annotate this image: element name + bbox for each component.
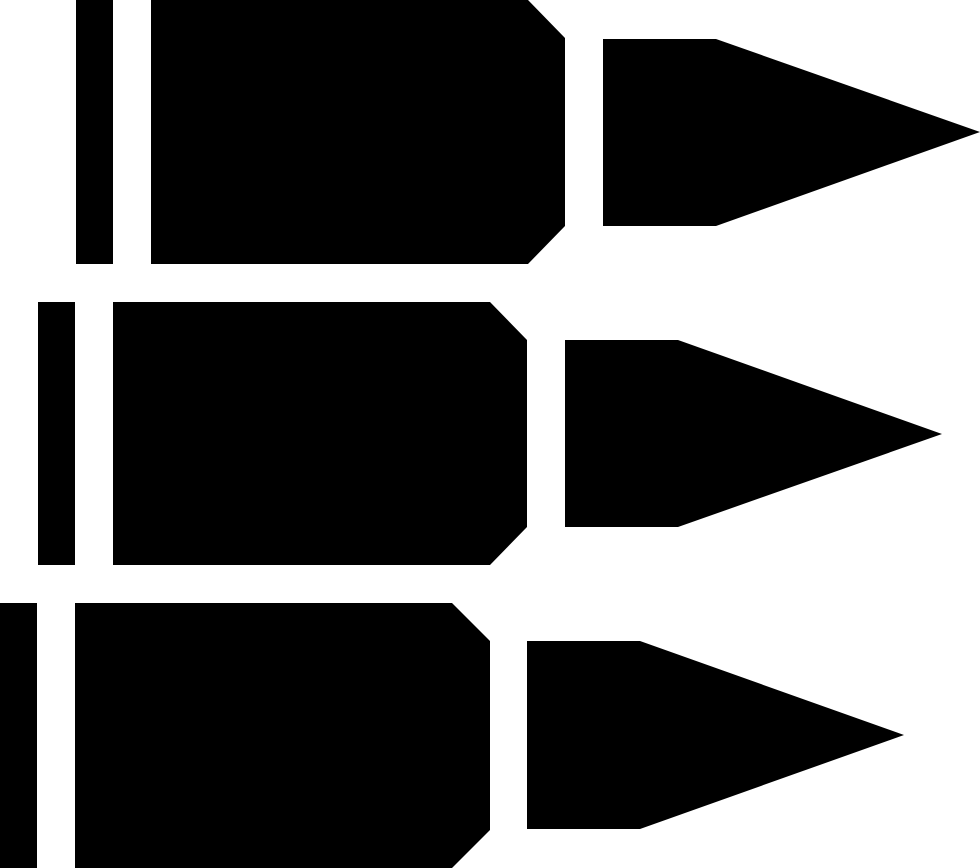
bullet-casing (151, 0, 565, 264)
bullet-casing (113, 302, 527, 565)
bullet-icon (76, 0, 980, 264)
bullet-icon (0, 603, 904, 868)
bullet-tip (603, 39, 980, 226)
bullet-casing (75, 603, 490, 868)
bullet-tip (527, 641, 904, 829)
bullet-tip (565, 340, 942, 527)
bullet-rim-band (76, 0, 113, 264)
bullet-rim-band (38, 302, 75, 565)
bullet-icon (38, 302, 942, 565)
bullet-rim-band (0, 603, 37, 868)
